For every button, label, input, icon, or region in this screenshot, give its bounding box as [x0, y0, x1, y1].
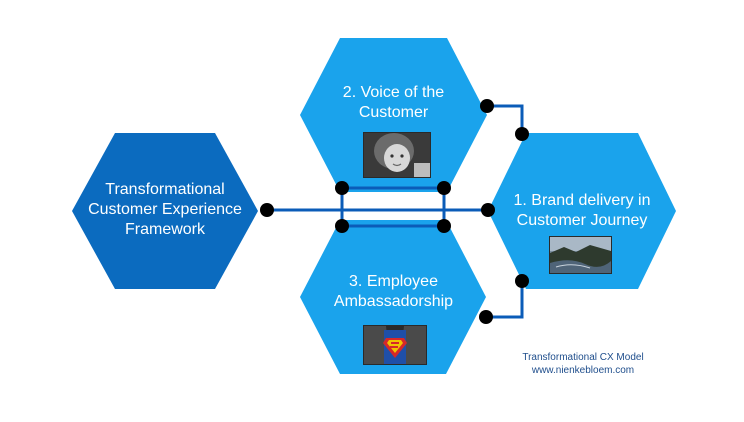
voice-of-customer-hexagon — [300, 38, 487, 192]
connector-lines — [267, 104, 524, 319]
node-employee-right — [479, 310, 493, 324]
center-hexagon — [72, 133, 258, 289]
center-label-line-1: Transformational — [105, 181, 225, 198]
superman-shirt-photo — [363, 325, 427, 365]
brand-delivery-hexagon — [488, 133, 676, 289]
child-portrait-photo — [363, 132, 431, 178]
center-hexagon-label: Transformational Customer Experience Fra… — [72, 180, 258, 240]
employee-label-line-1: 3. Employee — [349, 273, 438, 290]
center-label-line-2: Customer Experience — [88, 201, 242, 218]
node-brand-bottom — [515, 274, 529, 288]
voice-label-line-2: Customer — [358, 104, 429, 121]
node-brand-left — [481, 203, 495, 217]
employee-hexagon-label: 3. Employee Ambassadorship — [310, 272, 477, 312]
node-voice-right — [480, 99, 494, 113]
node-center-right — [260, 203, 274, 217]
employee-label-line-2: Ambassadorship — [333, 293, 454, 310]
node-voice-bottom-left — [335, 181, 349, 195]
node-employee-top-left — [335, 219, 349, 233]
brand-hexagon-label: 1. Brand delivery in Customer Journey — [496, 191, 668, 231]
model-credit: Transformational CX Model www.nienkebloe… — [498, 351, 668, 377]
brand-label-line-2: Customer Journey — [516, 212, 648, 229]
node-brand-top — [515, 127, 529, 141]
node-employee-top-right — [437, 219, 451, 233]
credit-title: Transformational CX Model — [522, 352, 644, 363]
node-voice-bottom-right — [437, 181, 451, 195]
credit-url[interactable]: www.nienkebloem.com — [531, 365, 635, 376]
coastline-landscape-photo — [549, 236, 612, 274]
voice-label-line-1: 2. Voice of the — [342, 84, 445, 101]
employee-ambassadorship-hexagon — [300, 220, 486, 374]
voice-hexagon-label: 2. Voice of the Customer — [310, 83, 477, 123]
connector-nodes — [260, 99, 529, 324]
center-label-line-3: Framework — [124, 221, 205, 238]
brand-label-line-1: 1. Brand delivery in — [513, 192, 651, 209]
